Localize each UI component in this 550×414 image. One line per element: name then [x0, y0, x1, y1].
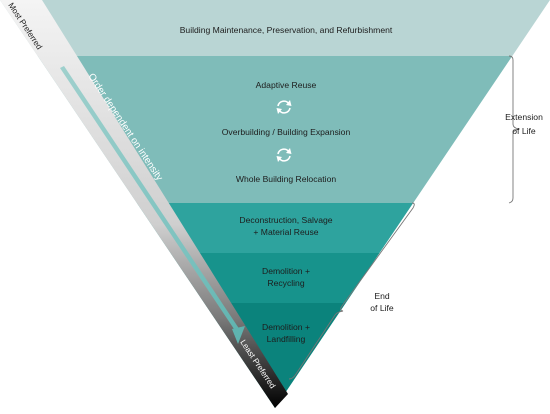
cycle-arrows-icon [276, 100, 292, 114]
end-of-life-brace [288, 202, 415, 380]
cycle-arrows-icon [276, 148, 292, 162]
end-of-life-label-line2: of Life [370, 303, 394, 313]
deconstruction-label-line2: + Material Reuse [253, 227, 318, 237]
landfilling-label-line1: Demolition + [262, 322, 310, 332]
landfilling-label-line2: Landfilling [267, 334, 306, 344]
relocation-label: Whole Building Relocation [236, 174, 337, 184]
extension-of-life-label-line2: of Life [512, 126, 536, 136]
recycling-label-line1: Demolition + [262, 266, 310, 276]
overbuilding-label: Overbuilding / Building Expansion [222, 127, 351, 137]
extension-of-life-label-line1: Extension [505, 112, 543, 122]
preference-band [0, 0, 288, 408]
end-of-life-label-line1: End [374, 291, 390, 301]
level-maintenance [0, 0, 550, 56]
extension-of-life-brace [508, 55, 520, 204]
deconstruction-label-line1: Deconstruction, Salvage [239, 215, 332, 225]
maintenance-label: Building Maintenance, Preservation, and … [180, 25, 393, 35]
adaptive-reuse-label: Adaptive Reuse [256, 80, 317, 90]
level-labels: Building Maintenance, Preservation, and … [180, 25, 393, 344]
recycling-label-line2: Recycling [267, 278, 304, 288]
preference-arrow [60, 66, 245, 344]
